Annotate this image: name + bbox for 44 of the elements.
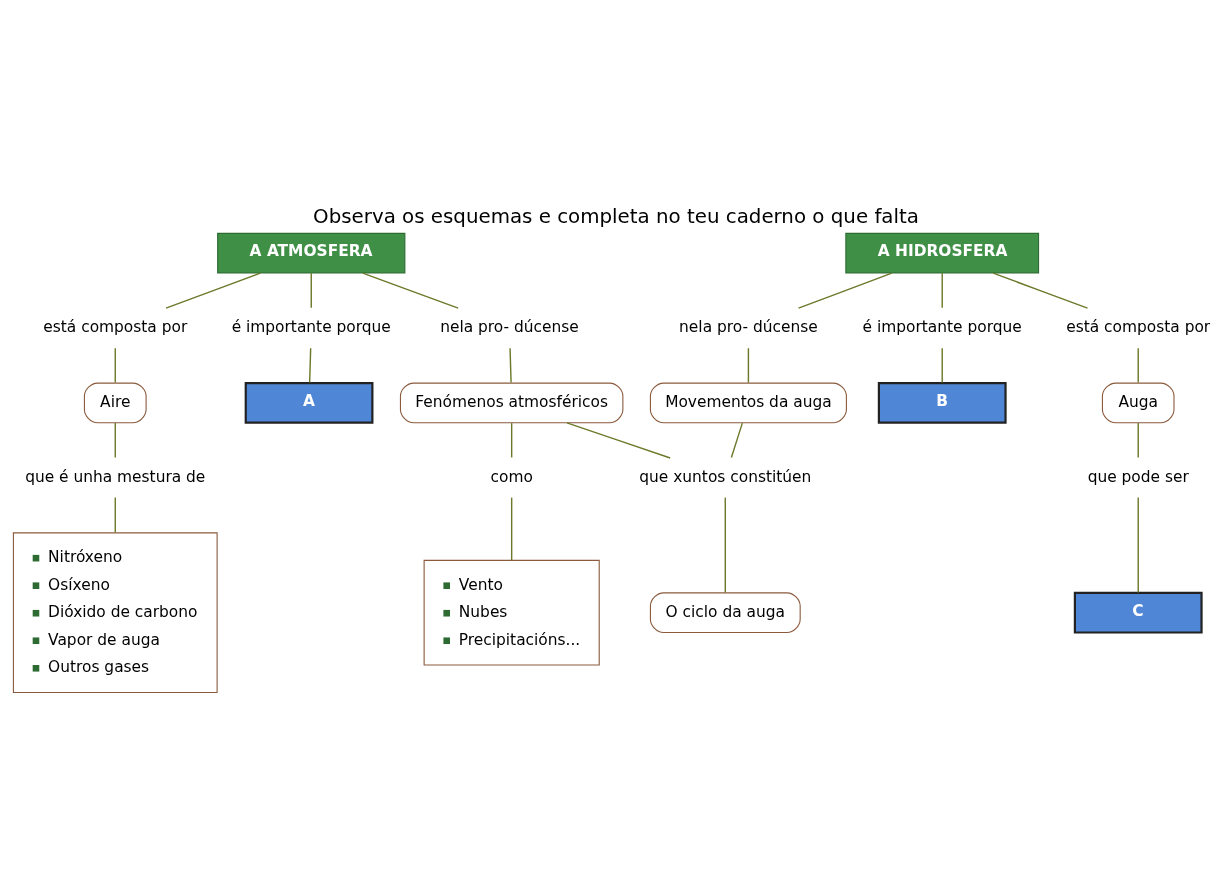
connector bbox=[1137, 347, 1139, 384]
node-box: Auga bbox=[1101, 382, 1175, 424]
connector bbox=[510, 496, 512, 562]
connector bbox=[1137, 422, 1139, 459]
node-text: que é unha mestura de bbox=[24, 467, 205, 486]
node-box: O ciclo da auga bbox=[649, 592, 801, 634]
node-box: C bbox=[1073, 591, 1203, 634]
connector bbox=[1137, 496, 1139, 594]
connector bbox=[724, 496, 726, 594]
node-box: A bbox=[244, 381, 373, 424]
connector bbox=[747, 347, 749, 384]
node-box: A ATMOSFERA bbox=[216, 232, 405, 274]
connector bbox=[508, 347, 512, 384]
node-text: nela pro- dúcense bbox=[439, 318, 579, 337]
node-box: Movementos da auga bbox=[649, 382, 847, 424]
diagram-title: Observa os esquemas e completa no teu caderno o que falta bbox=[312, 204, 919, 228]
connector bbox=[510, 422, 512, 459]
connector bbox=[941, 347, 943, 384]
node-box: Nitróxeno Osíxeno Dióxido de carbono Vapor de auga Outros gases bbox=[12, 532, 218, 694]
node-text: que pode ser bbox=[1087, 467, 1189, 486]
connector bbox=[797, 272, 892, 309]
node-text: nela pro- dúcense bbox=[678, 318, 818, 337]
node-text: como bbox=[490, 467, 533, 486]
node-text: que xuntos constitúen bbox=[638, 467, 811, 486]
node-box: Fenómenos atmosféricos bbox=[399, 382, 623, 424]
node-text: é importante porque bbox=[862, 318, 1022, 337]
connector bbox=[164, 272, 261, 309]
connector bbox=[730, 422, 743, 459]
node-box: B bbox=[877, 381, 1007, 424]
connector bbox=[565, 422, 671, 459]
node-text: é importante porque bbox=[231, 318, 391, 337]
connector bbox=[361, 272, 459, 309]
connector bbox=[114, 422, 116, 459]
node-box: A HIDROSFERA bbox=[844, 232, 1039, 274]
node-box: Vento Nubes Precipitacións... bbox=[423, 559, 600, 666]
node-text: está composta por bbox=[42, 318, 187, 337]
connector bbox=[310, 272, 312, 309]
connector bbox=[308, 347, 311, 384]
node-text: está composta por bbox=[1065, 318, 1210, 337]
connector bbox=[941, 272, 943, 309]
connector bbox=[991, 272, 1088, 309]
connector bbox=[114, 347, 116, 384]
node-box: Aire bbox=[83, 382, 147, 424]
connector bbox=[114, 496, 116, 534]
